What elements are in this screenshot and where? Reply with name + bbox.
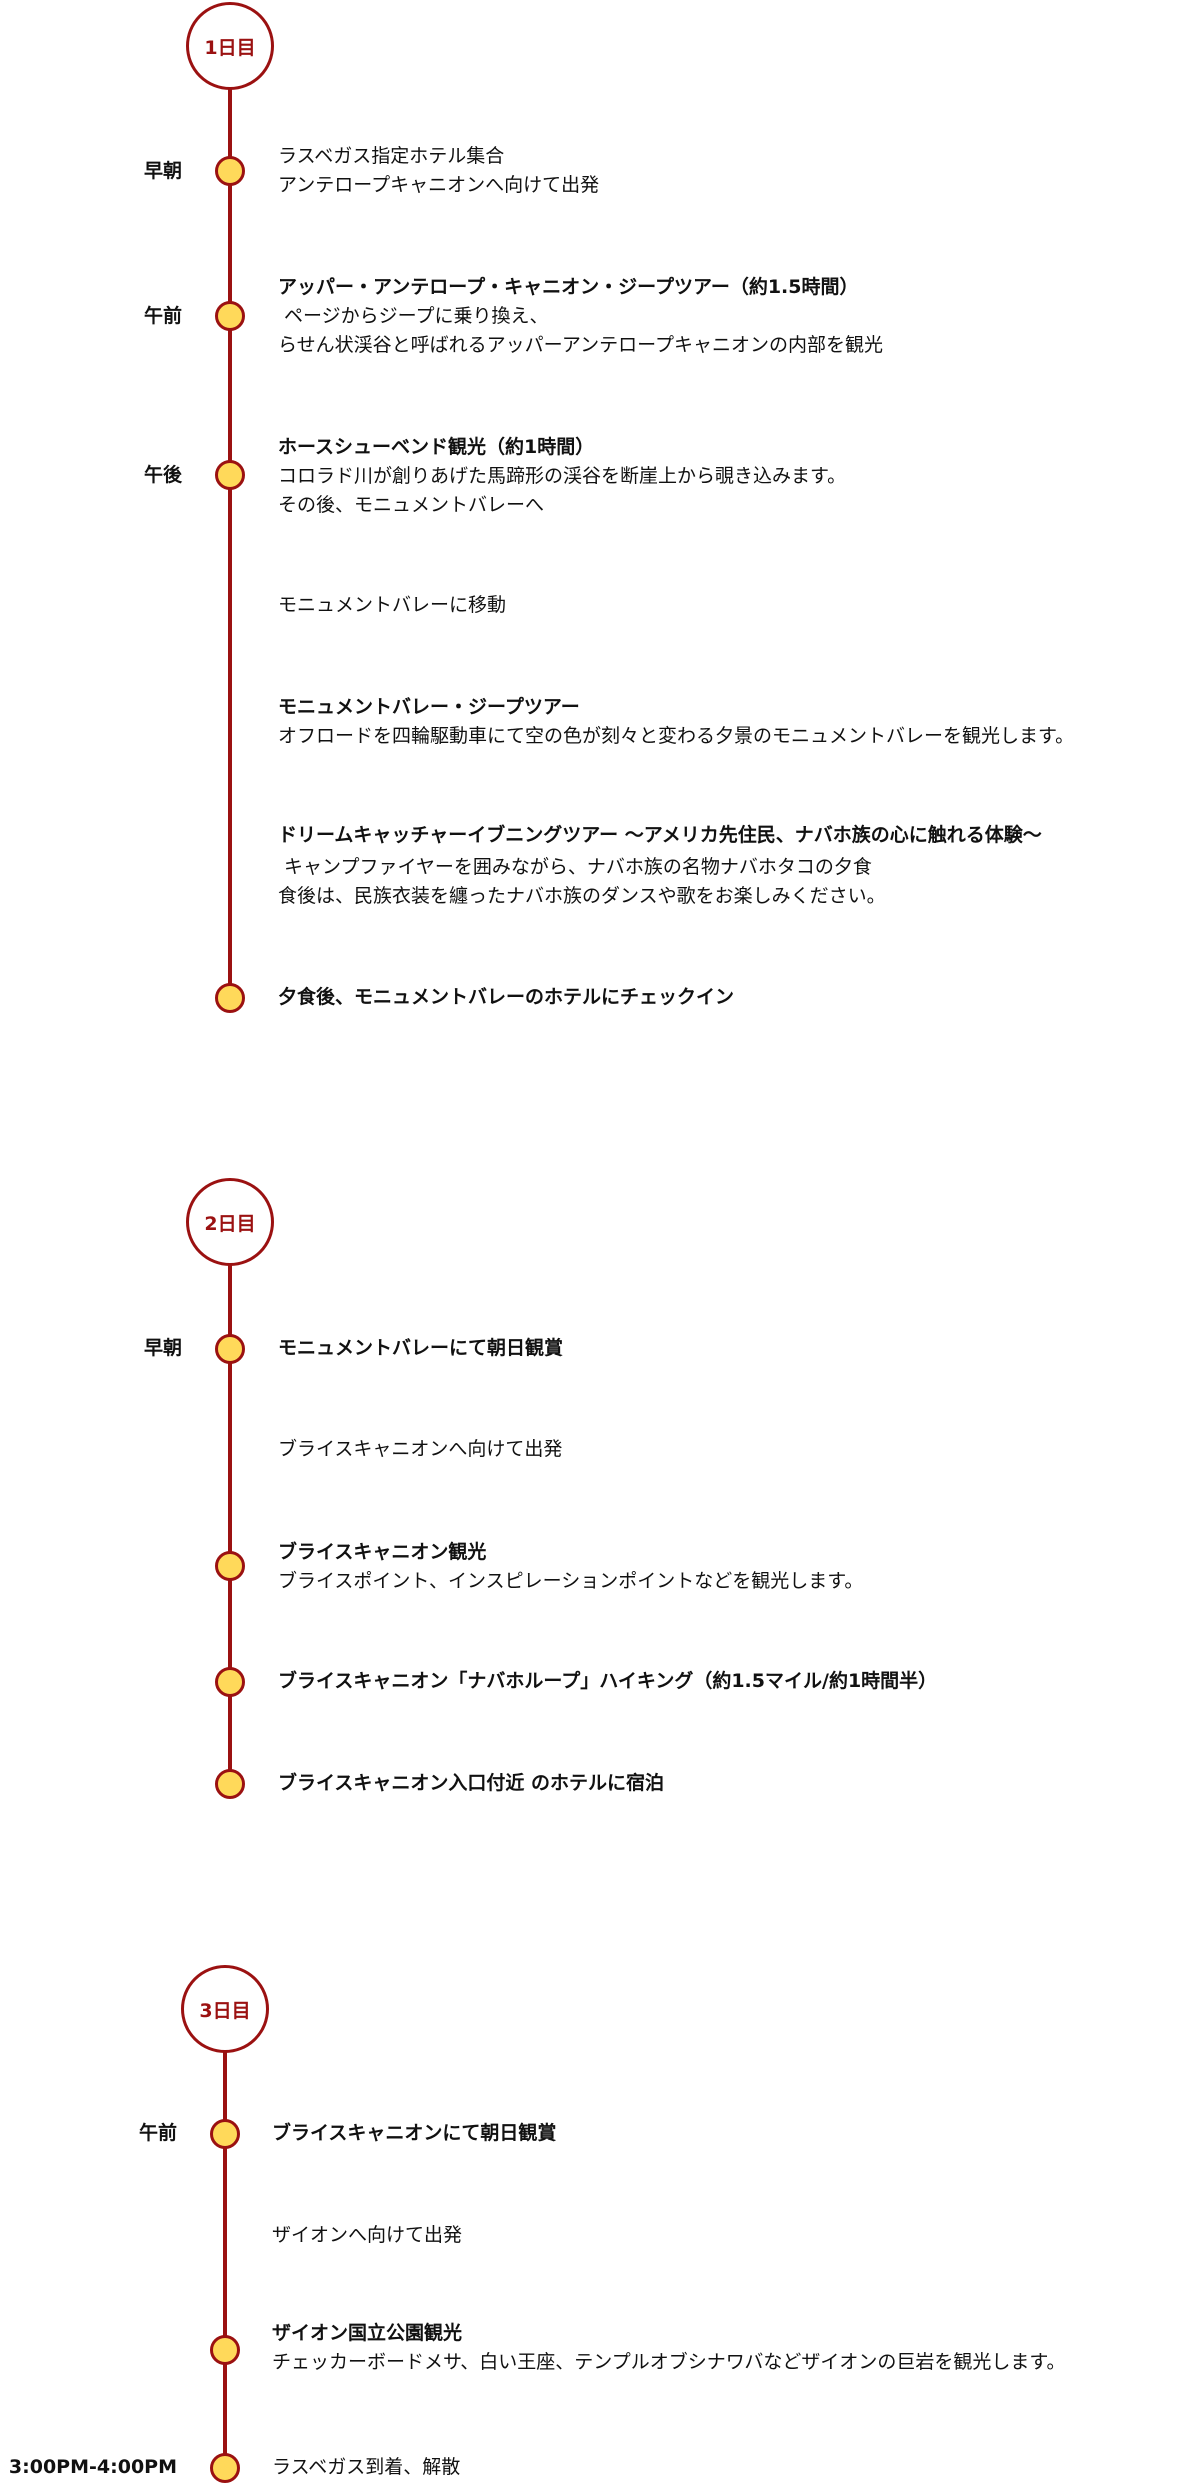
- event-title: 夕食後、モニュメントバレーのホテルにチェックイン: [278, 986, 735, 1008]
- event-title: モニュメントバレー・ジープツアー: [278, 696, 580, 718]
- event-title: ブライスキャニオンにて朝日観賞: [272, 2122, 557, 2144]
- event: ブライスキャニオンへ向けて出発: [278, 1435, 562, 1464]
- timeline-line: [228, 1264, 232, 1784]
- event: 夕食後、モニュメントバレーのホテルにチェックイン: [278, 983, 734, 1012]
- event-title: ブライスキャニオン観光: [278, 1541, 487, 1563]
- day-label: 2日目: [204, 1212, 256, 1235]
- timeline-dot: [215, 1769, 245, 1799]
- event: ブライスキャニオンにて朝日観賞: [272, 2119, 556, 2148]
- time-label: 3:00PM-4:00PM: [8, 2456, 177, 2478]
- event-title: ホースシューベンド観光（約1時間）: [278, 436, 595, 458]
- timeline-dot: [215, 301, 245, 331]
- event: ザイオン国立公園観光 チェッカーボードメサ、白い王座、テンプルオブシナワバなどザ…: [272, 2319, 1065, 2377]
- event-desc: アンテロープキャニオンへ向けて出発: [278, 174, 600, 196]
- timeline-dot: [210, 2119, 240, 2149]
- day-2-badge: 2日目: [186, 1178, 274, 1266]
- day-1-badge: 1日目: [186, 2, 274, 90]
- event-desc: らせん状渓谷と呼ばれるアッパーアンテロープキャニオンの内部を観光: [278, 334, 883, 356]
- event-title: アッパー・アンテロープ・キャニオン・ジープツアー（約1.5時間）: [278, 276, 859, 298]
- event: モニュメントバレーにて朝日観賞: [278, 1334, 563, 1363]
- event-desc: ラスベガス到着、解散: [272, 2456, 461, 2478]
- event: ブライスキャニオン観光 ブライスポイント、インスピレーションポイントなどを観光し…: [278, 1538, 863, 1596]
- event: ラスベガス指定ホテル集合 アンテロープキャニオンへ向けて出発: [278, 142, 599, 200]
- event-desc: ブライスキャニオンへ向けて出発: [278, 1438, 563, 1460]
- timeline-dot: [215, 460, 245, 490]
- timeline-line: [228, 88, 232, 998]
- event-title: ブライスキャニオン「ナバホループ」ハイキング（約1.5マイル/約1時間半）: [278, 1670, 938, 1692]
- event-desc: その後、モニュメントバレーへ: [278, 494, 545, 516]
- event: ホースシューベンド観光（約1時間） コロラド川が創りあげた馬蹄形の渓谷を断崖上か…: [278, 433, 846, 520]
- event: ドリームキャッチャーイブニングツアー 〜アメリカ先住民、ナバホ族の心に触れる体験…: [278, 821, 1042, 911]
- day-label: 3日目: [199, 1999, 251, 2022]
- event-desc: ラスベガス指定ホテル集合: [278, 145, 505, 167]
- event-title: ブライスキャニオン入口付近 のホテルに宿泊: [278, 1772, 665, 1794]
- timeline-dot: [215, 156, 245, 186]
- event-desc: オフロードを四輪駆動車にて空の色が刻々と変わる夕景のモニュメントバレーを観光しま…: [278, 725, 1075, 747]
- day-3-badge: 3日目: [181, 1965, 269, 2053]
- timeline-dot: [215, 1551, 245, 1581]
- time-label: 午後: [143, 464, 182, 486]
- event: ラスベガス到着、解散: [272, 2453, 460, 2482]
- event-desc: キャンプファイヤーを囲みながら、ナバホ族の名物ナバホタコの夕食: [278, 856, 872, 878]
- event: ブライスキャニオン「ナバホループ」ハイキング（約1.5マイル/約1時間半）: [278, 1667, 937, 1696]
- event-desc: ザイオンへ向けて出発: [272, 2224, 463, 2246]
- event-desc: コロラド川が創りあげた馬蹄形の渓谷を断崖上から覗き込みます。: [278, 465, 847, 487]
- timeline-dot: [215, 983, 245, 1013]
- time-label: 午前: [143, 305, 182, 327]
- event-title: モニュメントバレーにて朝日観賞: [278, 1337, 564, 1359]
- event: モニュメントバレー・ジープツアー オフロードを四輪駆動車にて空の色が刻々と変わる…: [278, 693, 1074, 751]
- timeline-dot: [210, 2335, 240, 2365]
- event-desc: 食後は、民族衣装を纏ったナバホ族のダンスや歌をお楽しみください。: [278, 885, 886, 907]
- event-desc: チェッカーボードメサ、白い王座、テンプルオブシナワバなどザイオンの巨岩を観光しま…: [272, 2351, 1066, 2373]
- day-label: 1日目: [204, 36, 256, 59]
- event-desc: ページからジープに乗り換え、: [278, 305, 549, 327]
- timeline-line: [223, 2051, 227, 2468]
- event-desc: モニュメントバレーに移動: [278, 594, 507, 616]
- event-title: ドリームキャッチャーイブニングツアー 〜アメリカ先住民、ナバホ族の心に触れる体験…: [278, 824, 1042, 846]
- timeline-dot: [215, 1334, 245, 1364]
- event: ブライスキャニオン入口付近 のホテルに宿泊: [278, 1769, 664, 1798]
- time-label: 早朝: [143, 160, 182, 182]
- timeline-dot: [210, 2453, 240, 2483]
- event: アッパー・アンテロープ・キャニオン・ジープツアー（約1.5時間） ページからジー…: [278, 273, 883, 360]
- event-title: ザイオン国立公園観光: [272, 2322, 463, 2344]
- timeline-dot: [215, 1667, 245, 1697]
- event-desc: ブライスポイント、インスピレーションポイントなどを観光します。: [278, 1570, 864, 1592]
- time-label: 午前: [138, 2122, 177, 2144]
- event: ザイオンへ向けて出発: [272, 2221, 462, 2250]
- event: モニュメントバレーに移動: [278, 591, 506, 620]
- time-label: 早朝: [143, 1337, 182, 1359]
